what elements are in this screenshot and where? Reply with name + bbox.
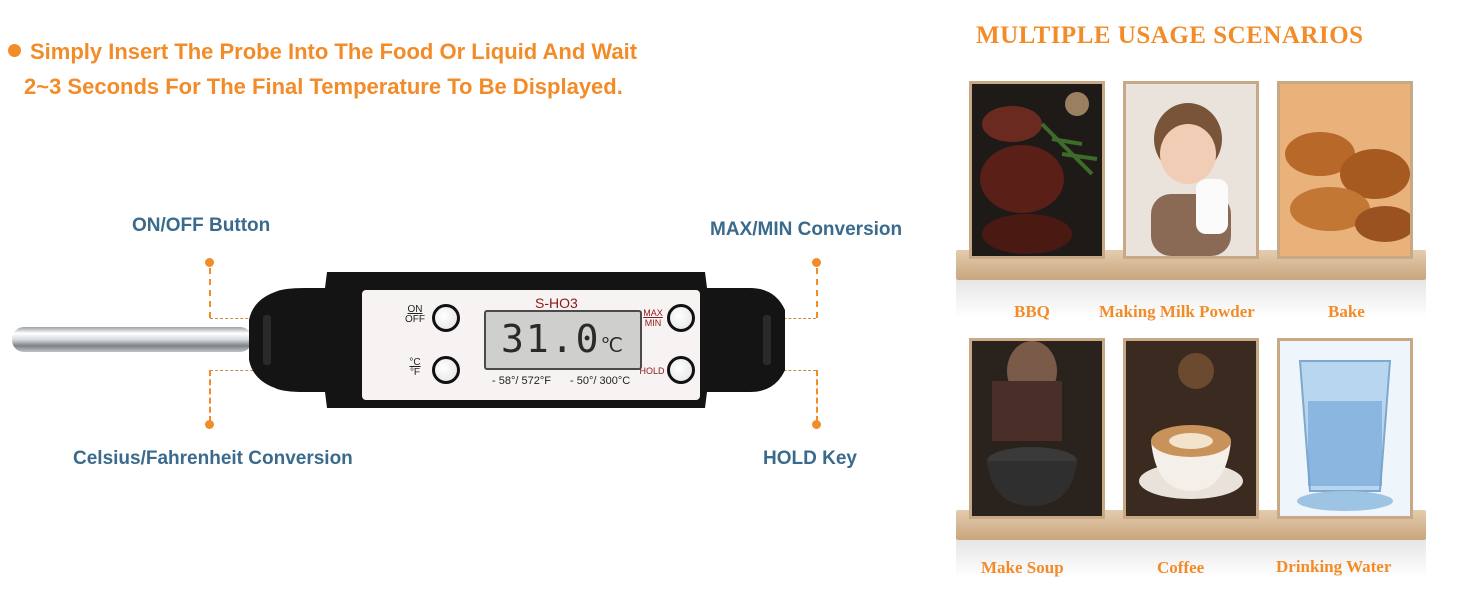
callout-hold: HOLD Key (763, 448, 857, 469)
display-value: 31.0 (501, 317, 601, 361)
caption-bbq: BBQ (1014, 302, 1050, 321)
callout-leader-on-off (209, 268, 211, 318)
callout-leader-cf (209, 370, 211, 422)
celsius-fahrenheit-button[interactable] (432, 356, 460, 384)
caption-soup: Make Soup (981, 558, 1064, 577)
coffee-cup-photo (1123, 338, 1259, 519)
caption-water: Drinking Water (1276, 557, 1392, 576)
water-glass-photo (1277, 338, 1413, 519)
hold-label: HOLD (639, 366, 665, 376)
scenarios-title: MULTIPLE USAGE SCENARIOS (976, 22, 1364, 49)
bullet-dot-icon (8, 44, 21, 57)
intro-text: Simply Insert The Probe Into The Food Or… (8, 34, 728, 104)
on-off-button[interactable] (432, 304, 460, 332)
callout-dot-on-off (205, 258, 214, 267)
intro-line-1: Simply Insert The Probe Into The Food Or… (30, 39, 638, 64)
shelf-top-shadow (956, 280, 1426, 318)
caption-bake: Bake (1328, 302, 1365, 321)
max-min-button[interactable] (667, 304, 695, 332)
soup-pot-photo (969, 338, 1105, 519)
display-unit: ℃ (600, 333, 625, 357)
callout-dot-cf (205, 420, 214, 429)
model-label: S-HO3 (535, 295, 578, 311)
callout-max-min: MAX/MIN Conversion (710, 219, 903, 240)
bread-photo (1277, 81, 1413, 259)
caption-coffee: Coffee (1157, 558, 1205, 577)
callout-celsius-fahrenheit: Celsius/Fahrenheit Conversion (73, 448, 353, 469)
callout-leader-max-min (816, 268, 818, 318)
baby-bottle-photo (1123, 81, 1259, 259)
callout-dot-max-min (812, 258, 821, 267)
caption-milk: Making Milk Powder (1099, 302, 1255, 321)
thermometer-probe (12, 327, 252, 352)
bbq-steak-photo (969, 81, 1105, 259)
callout-dot-hold (812, 420, 821, 429)
range-fahrenheit: - 58°/ 572°F (492, 375, 551, 387)
shelf-bottom-shadow (956, 540, 1426, 578)
intro-line-2: 2~3 Seconds For The Final Temperature To… (24, 74, 623, 99)
cf-label: °C°F (409, 357, 421, 378)
range-celsius: - 50°/ 300°C (570, 375, 631, 387)
lcd-display: 31.0℃ (484, 310, 642, 370)
hold-button[interactable] (667, 356, 695, 384)
callout-on-off: ON/OFF Button (132, 215, 271, 236)
callout-leader-hold (816, 370, 818, 422)
